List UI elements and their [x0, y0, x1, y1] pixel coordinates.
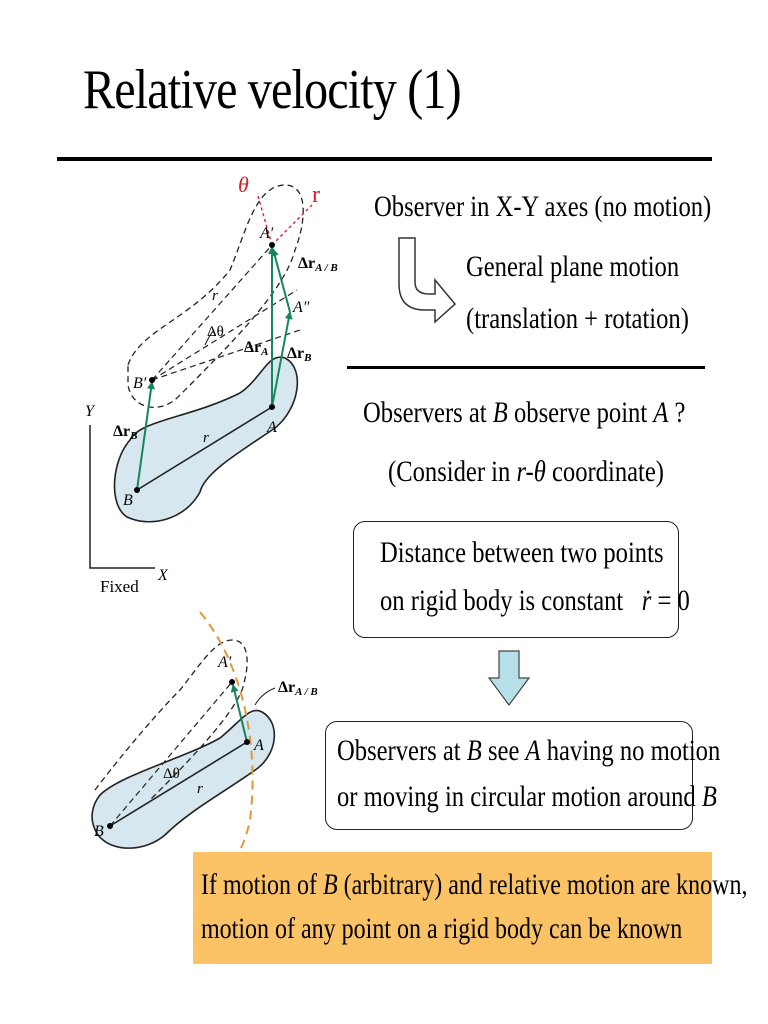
consider-coordinate-text: (Consider in r-θ coordinate): [388, 455, 664, 488]
general-plane-line2: (translation + rotation): [466, 302, 689, 335]
general-plane-line1: General plane motion: [466, 250, 680, 283]
a-label: A: [266, 419, 277, 436]
x-axis-label: X: [157, 567, 169, 584]
b-prime-label: B′: [133, 375, 147, 392]
rigid-body-shape-bottom: [91, 709, 276, 849]
conclusion-callout: If motion of B (arbitrary) and relative …: [193, 852, 748, 964]
fixed-label: Fixed: [100, 577, 139, 596]
rigid-body-shape: [113, 356, 299, 523]
dr-ab-subscript-bottom: A / B: [294, 686, 318, 698]
b-label: B: [123, 492, 133, 509]
displaced-body-outline: [127, 184, 304, 408]
a-prime-label: A′: [259, 225, 274, 242]
r-lower-label: r: [203, 430, 209, 446]
curved-arrow-icon: [398, 237, 457, 324]
r-label-bottom: r: [197, 781, 203, 797]
dr-b-subscript: B: [303, 352, 311, 364]
bottom-diagram: A′ ΔrA / B A Δθ r B: [91, 611, 318, 865]
dr-ab-label: Δr: [298, 255, 315, 272]
callout-line1: If motion of B (arbitrary) and relative …: [201, 868, 748, 901]
dr-b-left-label: Δr: [113, 423, 130, 440]
dr-ab-subscript: A / B: [314, 262, 338, 274]
slide-title: Relative velocity (1): [83, 59, 462, 121]
down-arrow-icon: [488, 650, 530, 706]
title-divider: [57, 157, 712, 161]
observers-b-question: Observers at B observe point A ?: [363, 396, 686, 429]
r-dot-symbol: ṙ: [641, 584, 652, 617]
svg-text:ΔrB: ΔrB: [113, 423, 137, 442]
dr-a-label: Δr: [244, 339, 261, 356]
box1-line2: on rigid body is constant ṙ = 0: [380, 584, 690, 617]
r-upper-label: r: [212, 288, 218, 304]
callout-line2: motion of any point on a rigid body can …: [201, 912, 683, 945]
box2-line1: Observers at B see A having no motion: [337, 734, 721, 767]
y-axis-label: Y: [85, 403, 96, 420]
box2-line2: or moving in circular motion around B: [337, 780, 717, 813]
svg-text:ΔrA: ΔrA: [244, 339, 268, 358]
box1-line1: Distance between two points: [380, 536, 664, 569]
b-label-bottom: B: [94, 823, 104, 840]
dtheta-label-bottom: Δθ: [163, 766, 180, 782]
r-axis-label: r: [312, 182, 320, 208]
no-motion-box: Observers at B see A having no motion or…: [325, 721, 720, 830]
dr-b-left-subscript: B: [129, 430, 137, 442]
a-prime-label-bottom: A′: [217, 654, 232, 671]
dtheta-label: Δθ: [207, 324, 224, 340]
theta-label: θ: [238, 172, 249, 197]
dr-ab-label-bottom: Δr: [278, 679, 295, 696]
dr-a-subscript: A: [260, 346, 268, 358]
svg-text:ΔrA / B: ΔrA / B: [298, 255, 338, 274]
distance-constant-box: Distance between two points on rigid bod…: [353, 521, 690, 638]
top-diagram: θ r A′ ΔrA / B A″ r Δθ ΔrA ΔrB B′ r A Δr…: [85, 172, 338, 596]
svg-text:ΔrA / B: ΔrA / B: [278, 679, 318, 698]
observer-xy-text: Observer in X-Y axes (no motion): [374, 190, 712, 223]
a-double-prime-label: A″: [292, 299, 310, 316]
dr-b-label: Δr: [287, 345, 304, 362]
svg-text:ΔrB: ΔrB: [287, 345, 311, 364]
section-divider: [347, 366, 705, 369]
a-label-bottom: A: [253, 737, 264, 754]
displaced-body-outline-bottom: [94, 639, 248, 801]
